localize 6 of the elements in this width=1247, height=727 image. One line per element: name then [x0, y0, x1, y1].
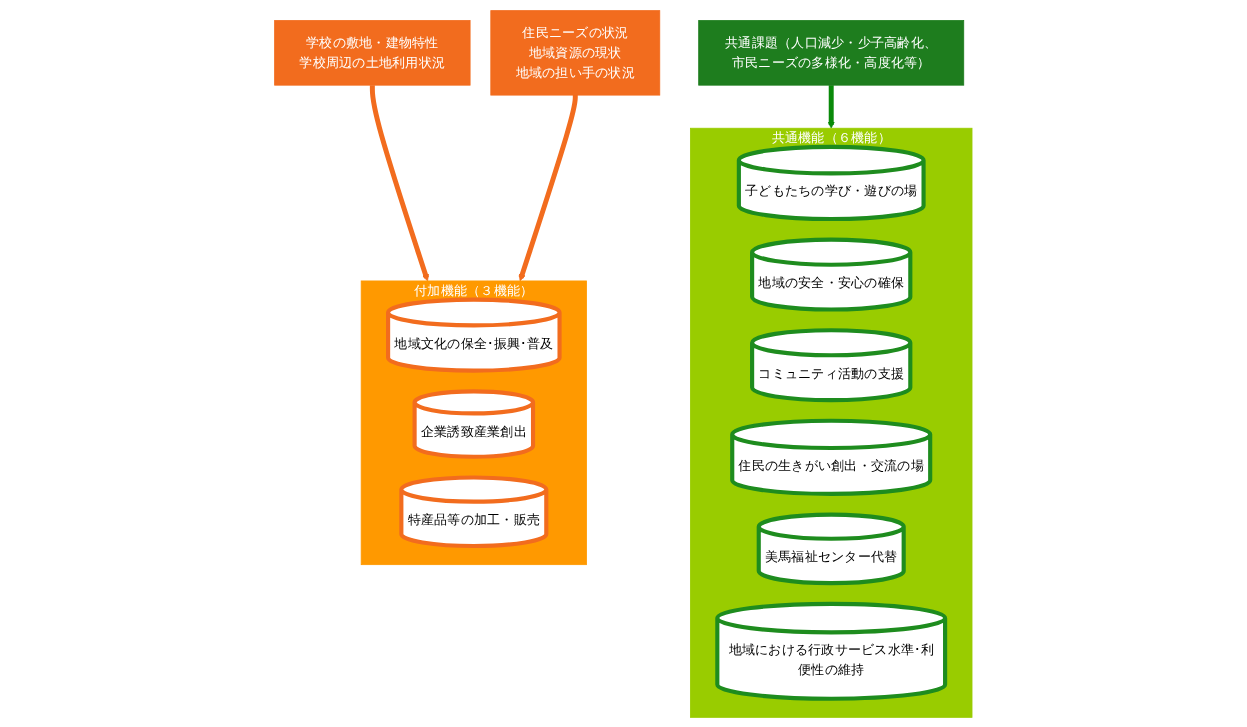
arrow — [518, 94, 578, 281]
arrow — [370, 84, 430, 281]
node-box: 住民ニーズの状況 地域資源の現状 地域の担い手の状況 — [490, 9, 661, 96]
node-box: 学校の敷地・建物特性 学校周辺の土地利用状況 — [274, 19, 471, 86]
arrow — [827, 84, 836, 129]
node-box: 共通課題（人口減少・少子高齢化、市民ニーズの多様化・高度化等） — [698, 19, 965, 86]
